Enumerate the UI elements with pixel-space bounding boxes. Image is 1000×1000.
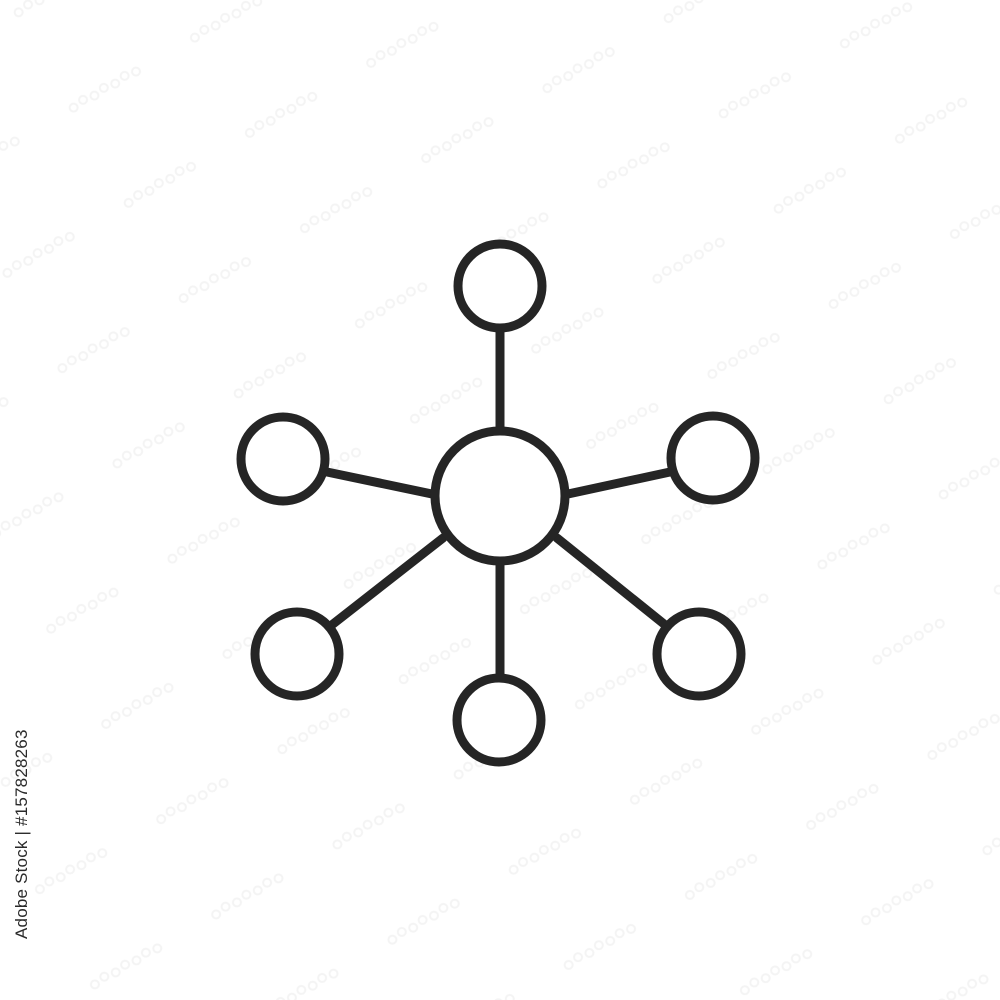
spoke-lower-left bbox=[328, 533, 448, 629]
network-hub-icon bbox=[236, 239, 760, 767]
hub-node bbox=[430, 426, 570, 566]
stock-id-label: Adobe Stock | #157828263 bbox=[12, 729, 31, 939]
node-bottom bbox=[452, 673, 546, 767]
spoke-left bbox=[322, 467, 437, 499]
node-right bbox=[666, 411, 760, 505]
node-left bbox=[236, 412, 330, 506]
node-lower-right bbox=[652, 607, 746, 701]
node-top bbox=[453, 239, 547, 333]
spoke-lower-right bbox=[552, 533, 669, 629]
spoke-right bbox=[563, 467, 675, 499]
node-lower-left bbox=[250, 607, 344, 701]
